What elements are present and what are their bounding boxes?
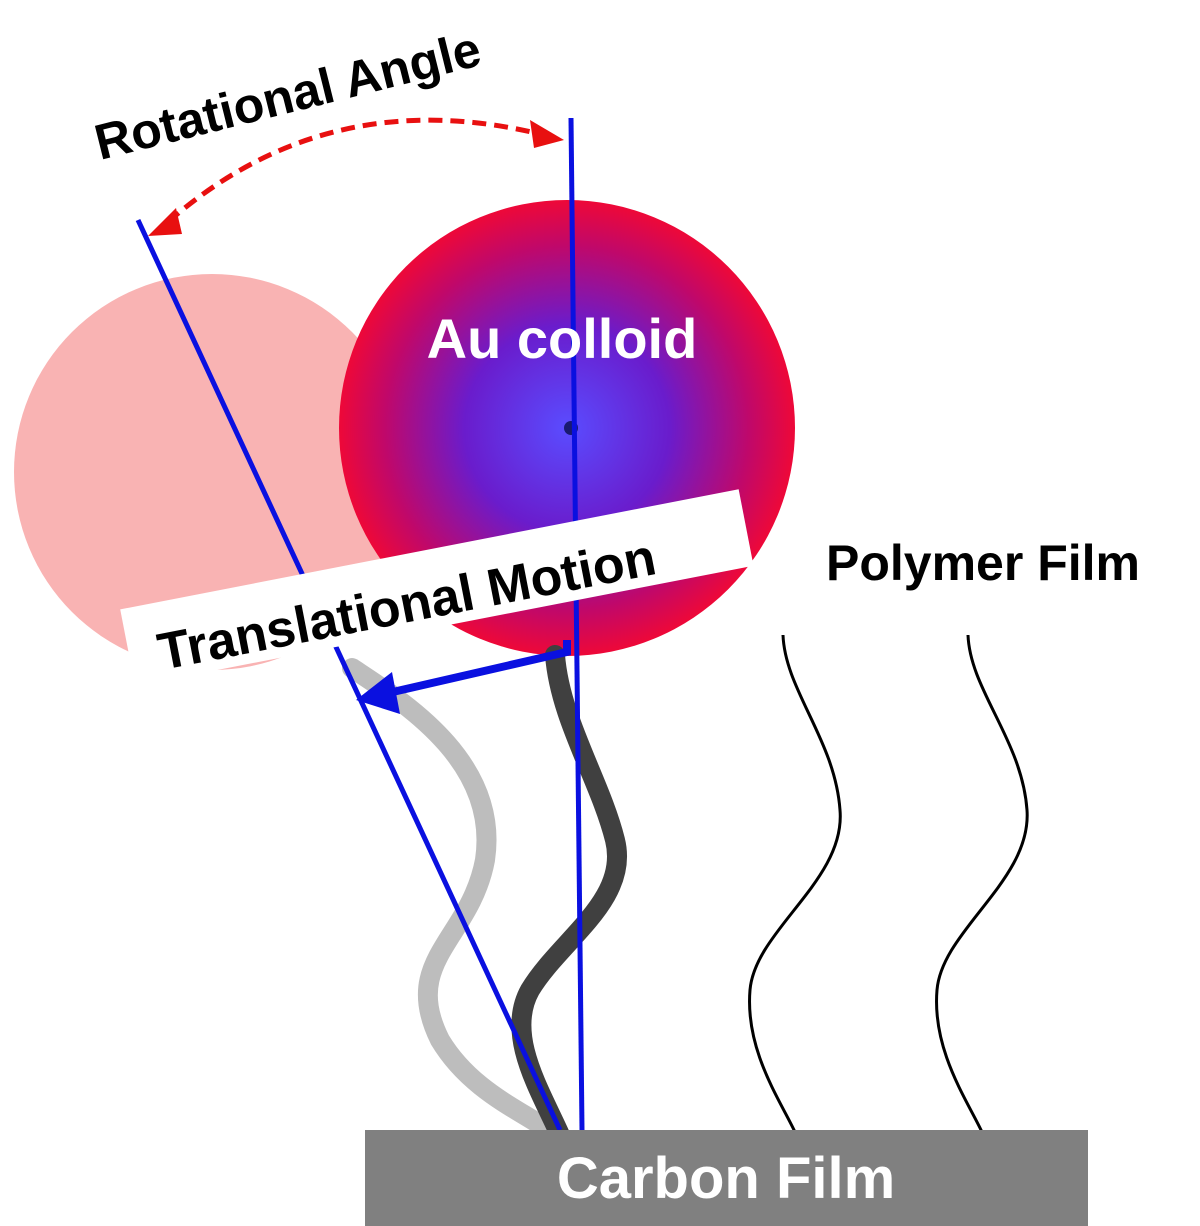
translational-arrowhead xyxy=(356,672,400,714)
translational-motion-arrow xyxy=(383,640,571,698)
arrowhead-left xyxy=(148,208,182,236)
polymer-chain xyxy=(748,634,842,1133)
translational-motion-label-box xyxy=(120,489,754,686)
tether xyxy=(511,645,627,1145)
polymer-chain xyxy=(935,634,1029,1133)
previous-axis-line xyxy=(135,218,563,1132)
ghost-colloid xyxy=(14,274,410,670)
ghost-tether xyxy=(342,658,558,1140)
carbon-film xyxy=(365,1130,1088,1226)
arrowhead-right xyxy=(530,120,564,148)
current-axis-line xyxy=(568,117,585,1131)
au-colloid-label: Au colloid xyxy=(427,307,698,370)
rotational-angle-arrow xyxy=(166,117,549,224)
carbon-film-label: Carbon Film xyxy=(557,1146,895,1211)
polymer-film-label: Polymer Film xyxy=(826,535,1140,591)
